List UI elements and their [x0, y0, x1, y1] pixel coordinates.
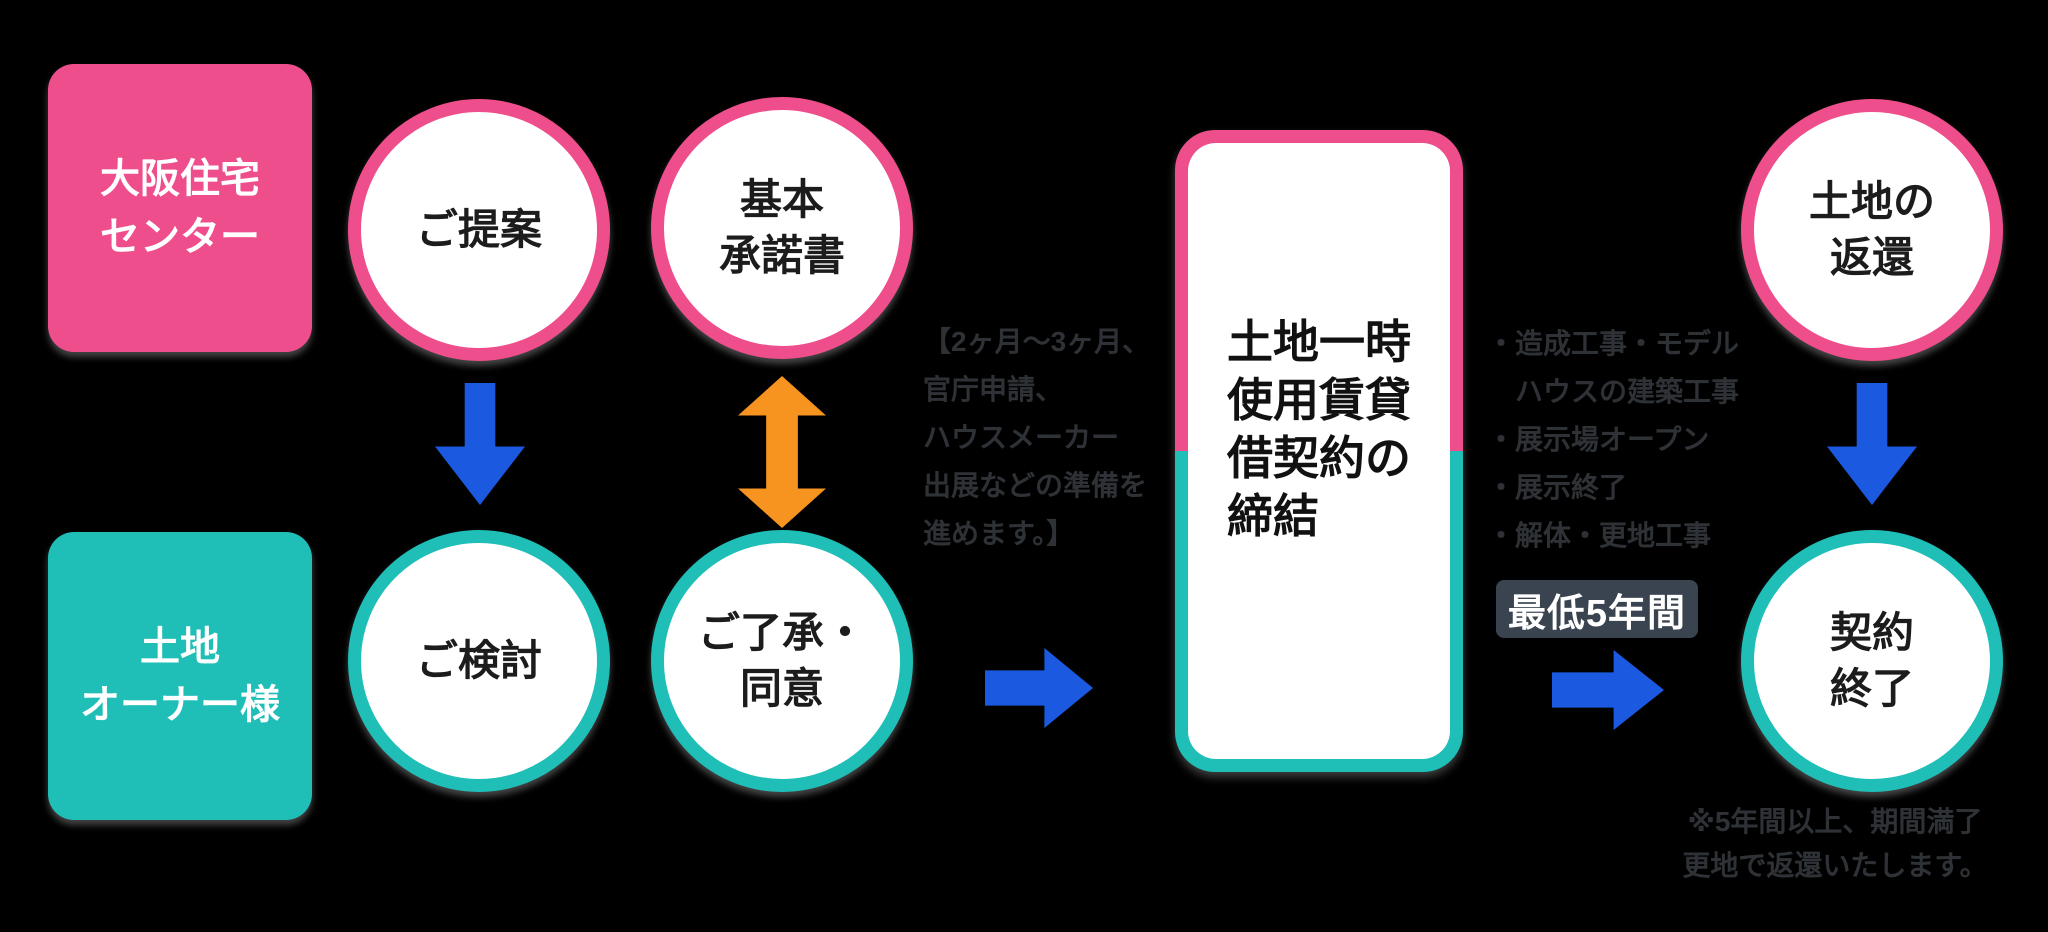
note-line: ・展示場オープン	[1487, 424, 1710, 455]
badge-label: 最低5年間	[1507, 592, 1687, 635]
contract-conclusion-box-inner: 土地一時 使用賃貸 借契約の 締結	[1188, 143, 1450, 759]
note-line: 出展などの準備を	[923, 470, 1148, 501]
step-circle-basic-consent: 基本 承諾書	[651, 97, 913, 359]
step-label: 同意	[739, 665, 824, 712]
note-line: ハウスの建築工事	[1487, 376, 1740, 407]
step-circle-proposal: ご提案	[348, 99, 610, 361]
actor-label-line: センター	[100, 215, 260, 259]
note-line: ・造成工事・モデル	[1487, 328, 1740, 359]
actor-label-line: 土地	[140, 625, 220, 669]
step-label: ご検討	[415, 637, 542, 684]
step-label: 承諾書	[718, 232, 845, 279]
step-label: ご提案	[415, 206, 542, 253]
contract-label-line: 締結	[1227, 489, 1319, 542]
contract-label-line: 借契約の	[1227, 431, 1411, 484]
step-label: 返還	[1829, 234, 1914, 281]
note-line: ・解体・更地工事	[1487, 520, 1712, 551]
note-line: ・展示終了	[1487, 472, 1628, 503]
step-label: 契約	[1829, 609, 1914, 656]
note-preparation-period: 【2ヶ月〜3ヶ月、 官庁申請、 ハウスメーカー 出展などの準備を 進めます。】	[923, 318, 1179, 558]
step-circle-consideration: ご検討	[348, 530, 610, 792]
note-land-return: ※5年間以上、期間満了 更地で返還いたします。	[1650, 800, 2020, 888]
actor-label-line: オーナー様	[80, 683, 280, 727]
contract-label-line: 使用賃貸	[1227, 373, 1411, 426]
note-operation-steps: ・造成工事・モデル ハウスの建築工事 ・展示場オープン ・展示終了 ・解体・更地…	[1487, 320, 1789, 560]
step-circle-agreement: ご了承・ 同意	[651, 530, 913, 792]
step-circle-contract-end: 契約 終了	[1741, 530, 2003, 792]
arrow-down-icon	[435, 383, 525, 505]
actor-box-land-owner: 土地 オーナー様	[48, 532, 312, 820]
contract-label-line: 土地一時	[1227, 315, 1411, 368]
contract-conclusion-label: 土地一時 使用賃貸 借契約の 締結	[1227, 313, 1411, 545]
arrow-down-icon	[1827, 383, 1917, 505]
minimum-period-badge: 最低5年間	[1496, 580, 1698, 638]
note-line: ※5年間以上、期間満了	[1687, 806, 1983, 837]
note-line: 官庁申請、	[923, 374, 1064, 405]
actor-label-line: 大阪住宅	[100, 157, 260, 201]
note-line: 【2ヶ月〜3ヶ月、	[923, 326, 1151, 357]
step-label: 終了	[1829, 665, 1914, 712]
note-line: ハウスメーカー	[923, 422, 1120, 453]
arrow-right-icon	[985, 648, 1093, 728]
note-line: 進めます。】	[923, 518, 1075, 549]
arrow-up-down-icon	[738, 376, 826, 528]
actor-box-osaka-housing-center: 大阪住宅 センター	[48, 64, 312, 352]
step-label: 土地の	[1808, 178, 1935, 225]
step-label: ご了承・	[697, 609, 866, 656]
step-label: 基本	[739, 176, 824, 223]
note-line: 更地で返還いたします。	[1682, 850, 1988, 881]
contract-conclusion-box: 土地一時 使用賃貸 借契約の 締結	[1175, 130, 1463, 772]
arrow-right-icon	[1552, 650, 1664, 730]
